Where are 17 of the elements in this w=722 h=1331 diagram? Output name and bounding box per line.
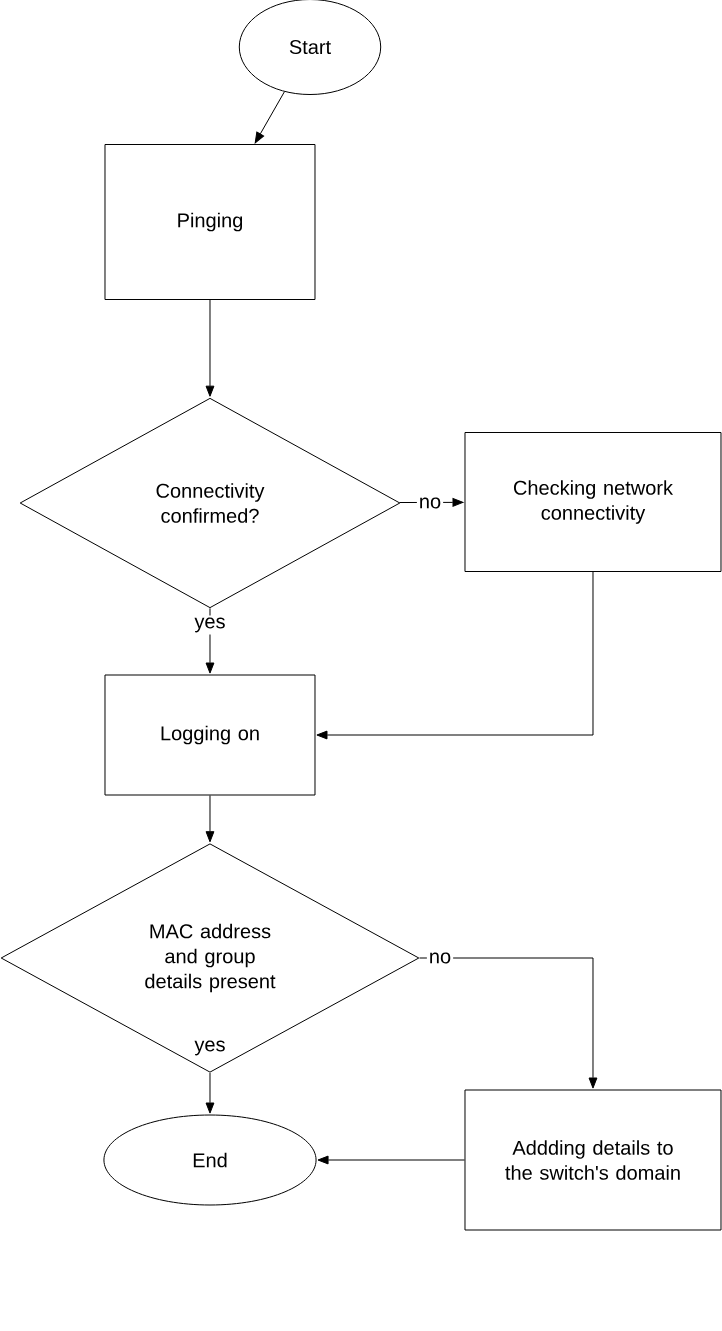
arrow	[419, 957, 598, 1089]
arrow	[254, 91, 285, 144]
arrow	[205, 299, 215, 397]
edge-label: yes	[192, 1038, 228, 1058]
process-box: Addding details to the switch's domain	[464, 1089, 722, 1231]
arrow	[316, 571, 594, 740]
arrow	[317, 1155, 465, 1165]
edge-label: no	[416, 495, 444, 511]
arrow	[205, 607, 215, 674]
edge-label: no	[426, 950, 454, 966]
arrow	[205, 795, 215, 843]
edge-label: yes	[192, 615, 228, 635]
process-box: Pinging	[104, 144, 316, 300]
arrow	[205, 1072, 215, 1114]
process-box: Logging on	[104, 674, 316, 796]
arrow	[399, 497, 464, 507]
process-box: Checking network connectivity	[464, 432, 722, 572]
